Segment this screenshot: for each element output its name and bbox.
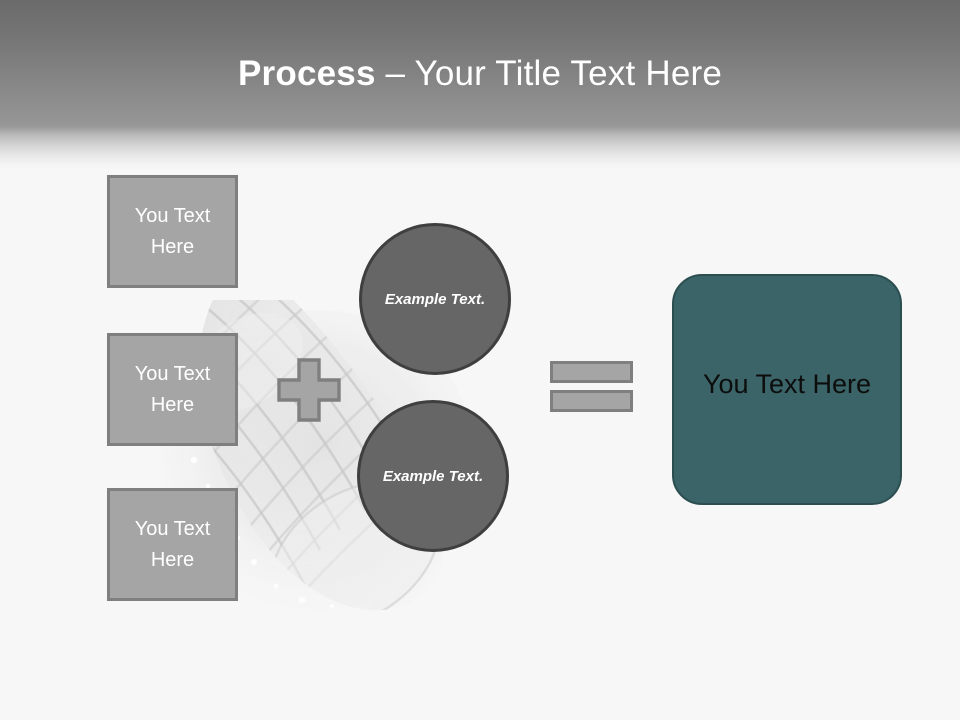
equals-icon — [550, 361, 633, 413]
example-circle-2[interactable]: Example Text. — [357, 400, 509, 552]
input-box-3[interactable]: You Text Here — [107, 488, 238, 601]
page-title-strong: Process — [238, 54, 376, 93]
input-box-1-label: You Text Here — [134, 204, 211, 258]
page-title: Process – Your Title Text Here — [0, 52, 960, 96]
page-title-light: Your Title Text Here — [414, 54, 722, 93]
input-box-2-label: You Text Here — [134, 362, 211, 416]
input-box-1[interactable]: You Text Here — [107, 175, 238, 288]
example-circle-1[interactable]: Example Text. — [359, 223, 511, 375]
result-box[interactable]: You Text Here — [672, 274, 902, 505]
input-box-2[interactable]: You Text Here — [107, 333, 238, 446]
example-circle-2-label: Example Text. — [382, 467, 484, 485]
plus-icon — [277, 358, 341, 422]
input-box-3-label: You Text Here — [134, 517, 211, 571]
example-circle-1-label: Example Text. — [384, 290, 486, 308]
result-box-label: You Text Here — [702, 368, 872, 399]
header-band — [0, 0, 960, 170]
equals-bar-bottom — [550, 390, 633, 412]
equals-bar-top — [550, 361, 633, 383]
page-title-separator: – — [375, 54, 415, 93]
